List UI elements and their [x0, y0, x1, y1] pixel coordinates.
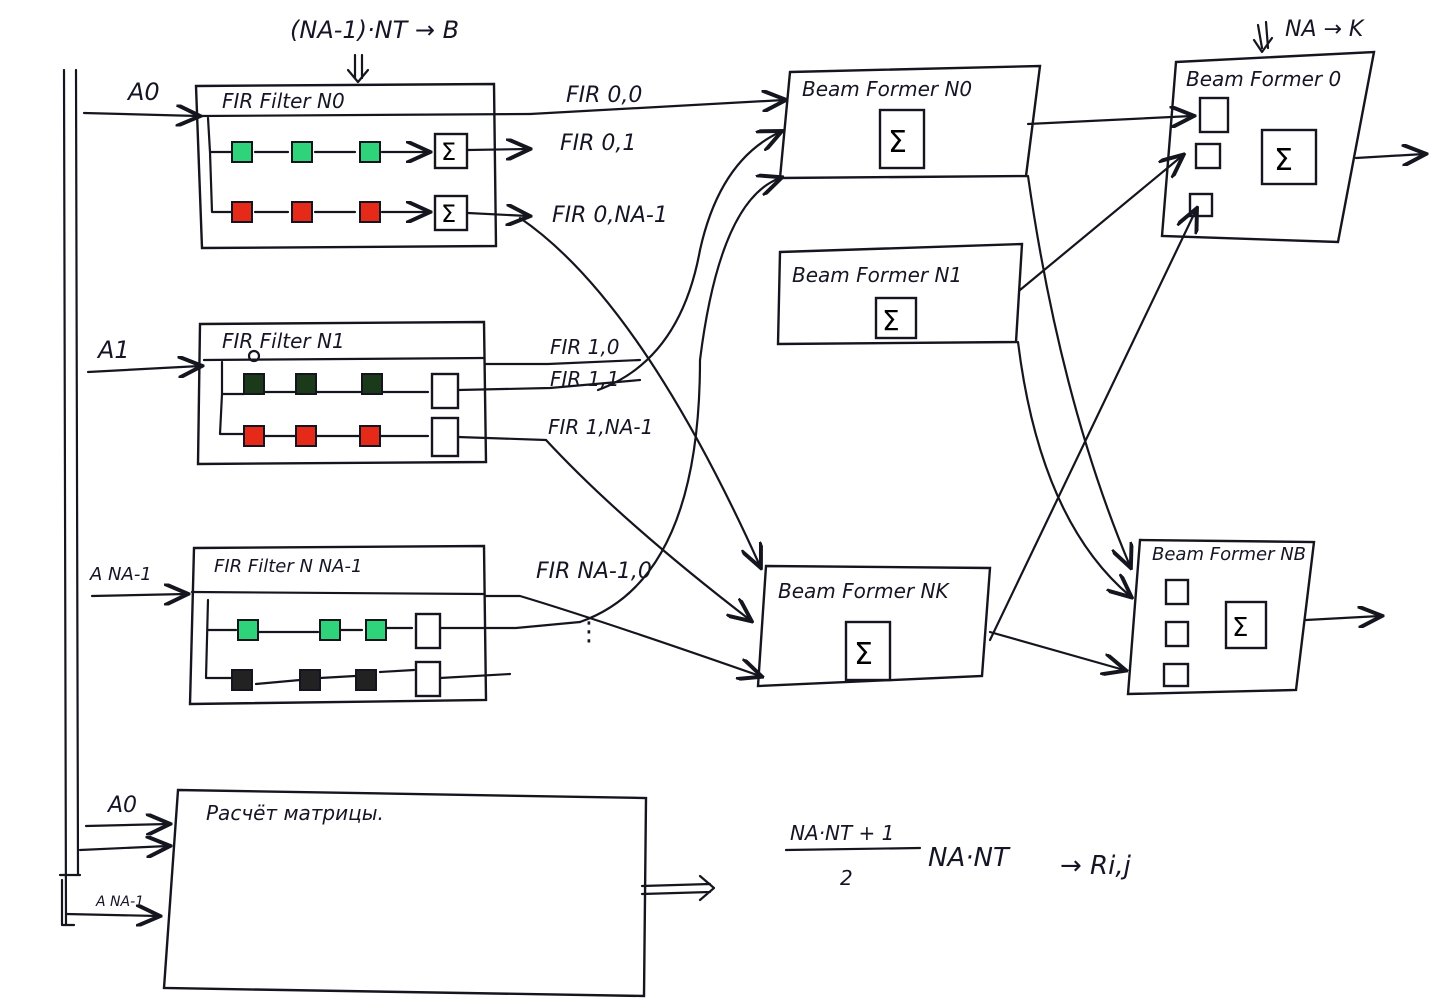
input-arrow: [90, 594, 186, 596]
fir-filter-title: FIR Filter N0: [222, 89, 345, 113]
fir-filter-0[interactable]: FIR Filter N0 Σ Σ: [194, 82, 530, 250]
formula-denominator: 2: [840, 866, 853, 890]
input-label-ana1: A NA-1: [89, 564, 152, 585]
formula: NA·NT + 1 2 NA·NT → Ri,j: [784, 821, 1132, 890]
input-arrow: [86, 366, 200, 372]
beam-former-right-nb[interactable]: Beam Former NB Σ: [1126, 538, 1380, 696]
formula-numerator: NA·NT + 1: [790, 821, 894, 845]
delay-tap-icon: [359, 425, 381, 447]
delay-tap-icon: [291, 201, 313, 223]
output-label: FIR 0,1: [560, 131, 636, 156]
sum-icon: Σ: [1232, 613, 1248, 643]
delay-tap-icon: [295, 373, 317, 395]
beam-former-title: Beam Former NK: [778, 579, 950, 603]
fir-filter-title: FIR Filter N1: [222, 329, 345, 353]
input-label-a1: A1: [96, 336, 130, 364]
beam-former-right-0[interactable]: Beam Former 0 Σ: [1160, 50, 1424, 244]
delay-tap-icon: [319, 619, 341, 641]
sum-icon: Σ: [441, 138, 456, 166]
delay-tap-icon: [359, 201, 381, 223]
sum-icon: Σ: [441, 200, 456, 228]
delay-tap-icon: [299, 669, 321, 691]
matrix-input-label: A NA-1: [95, 894, 144, 910]
delay-tap-icon: [231, 201, 253, 223]
fir-filter-title: FIR Filter N NA-1: [214, 556, 362, 577]
beam-former-title: Beam Former N1: [792, 263, 962, 287]
delay-tap-icon: [231, 669, 253, 691]
delay-tap-icon: [295, 425, 317, 447]
top-right-note: NA → K: [1285, 17, 1365, 42]
output-label: FIR NA-1,0: [536, 559, 652, 584]
double-arrow-icon: [640, 874, 716, 902]
top-note: (NA-1)·NT → B: [290, 16, 459, 44]
delay-tap-icon: [231, 141, 253, 163]
delay-tap-icon: [355, 669, 377, 691]
sum-icon: Σ: [854, 637, 873, 672]
matrix-input-label: A0: [106, 793, 137, 818]
input-arrow: [82, 113, 198, 116]
output-label: FIR 0,0: [566, 83, 642, 108]
delay-tap-icon: [359, 141, 381, 163]
sum-icon: Σ: [888, 125, 907, 160]
formula-multiplier: NA·NT: [928, 843, 1011, 873]
fir-filter-na1[interactable]: FIR Filter N NA-1: [188, 544, 760, 706]
beam-former-mid-k[interactable]: Beam Former NK Σ: [756, 564, 992, 688]
delay-tap-icon: [365, 619, 387, 641]
delay-tap-icon: [237, 619, 259, 641]
formula-result: → Ri,j: [1060, 851, 1132, 881]
input-bus: [58, 68, 82, 927]
input-label-a0: A0: [126, 78, 160, 106]
beam-former-title: Beam Former 0: [1186, 67, 1341, 91]
connections: [518, 100, 1196, 670]
beam-former-mid-0[interactable]: Beam Former N0 Σ: [778, 64, 1042, 180]
delay-tap-icon: [361, 373, 383, 395]
delay-tap-icon: [243, 425, 265, 447]
sum-icon: Σ: [1274, 143, 1293, 178]
delay-tap-icon: [291, 141, 313, 163]
matrix-block[interactable]: Расчёт матрицы.: [162, 788, 716, 998]
matrix-title: Расчёт матрицы.: [206, 801, 384, 825]
output-label: FIR 1,0: [550, 335, 619, 359]
output-label: FIR 1,NA-1: [548, 415, 653, 439]
beam-former-mid-1[interactable]: Beam Former N1 Σ: [776, 242, 1024, 346]
down-arrow-icon: [1252, 20, 1274, 54]
output-label: FIR 1,1: [550, 367, 619, 391]
beam-former-title: Beam Former N0: [802, 77, 972, 101]
output-label: FIR 0,NA-1: [552, 203, 668, 228]
down-arrow-icon: [346, 53, 370, 84]
fir-filter-1[interactable]: FIR Filter N1: [196, 320, 642, 466]
delay-tap-icon: [243, 373, 265, 395]
sum-icon: Σ: [882, 304, 900, 337]
beam-former-title: Beam Former NB: [1152, 544, 1306, 565]
